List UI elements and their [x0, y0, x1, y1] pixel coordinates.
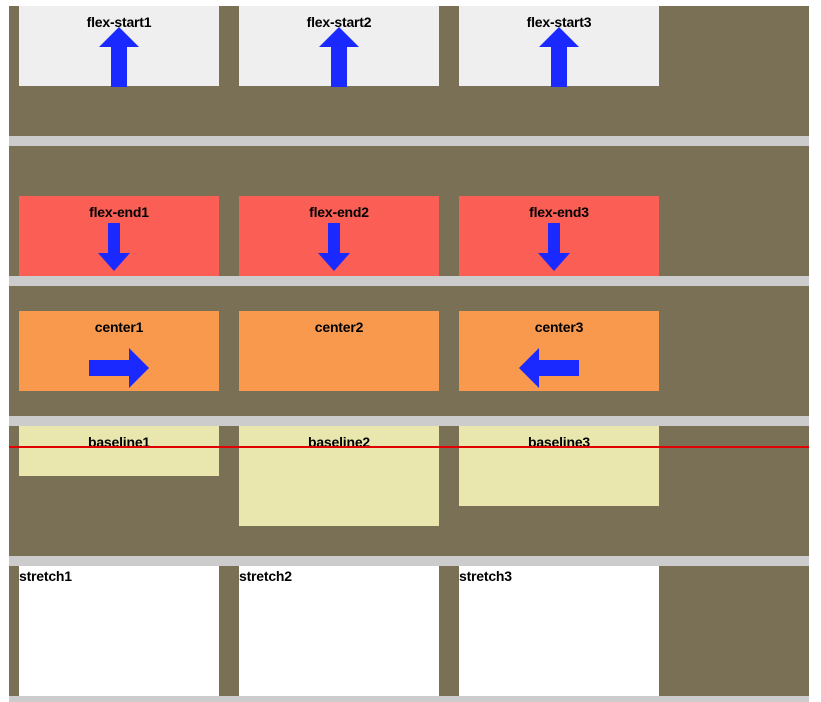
stretch-box-3: stretch3 [459, 566, 659, 696]
flex-end-label-3: flex-end3 [529, 204, 589, 220]
flex-end-box-2: flex-end2 [239, 196, 439, 276]
flex-end-row: flex-end1 flex-end2 flex-end3 [9, 146, 809, 276]
stretch-label-2: stretch2 [239, 568, 292, 584]
row-separator [9, 136, 809, 146]
stretch-row: stretch1 stretch2 stretch3 [9, 566, 809, 696]
baseline-box-3: baseline3 [459, 426, 659, 506]
stretch-label-3: stretch3 [459, 568, 512, 584]
row-separator [9, 556, 809, 566]
row-separator [9, 276, 809, 286]
center-row: center1 center2 center3 [9, 286, 809, 416]
right-arrow-icon [89, 348, 149, 388]
up-arrow-icon [539, 27, 579, 87]
flex-end-label-1: flex-end1 [89, 204, 149, 220]
flex-start-label-2: flex-start2 [306, 14, 372, 30]
left-arrow-icon [519, 348, 579, 388]
flex-end-box-3: flex-end3 [459, 196, 659, 276]
center-label-3: center3 [534, 319, 584, 335]
center-box-3: center3 [459, 311, 659, 391]
stretch-label-1: stretch1 [19, 568, 72, 584]
flex-end-box-1: flex-end1 [19, 196, 219, 276]
flex-start-box-1: flex-start1 [19, 6, 219, 87]
flex-start-box-2: flex-start2 [239, 6, 439, 87]
flex-start-box-3: flex-start3 [459, 6, 659, 87]
up-arrow-icon [319, 27, 359, 87]
flex-end-label-2: flex-end2 [309, 204, 369, 220]
row-separator [9, 416, 809, 426]
row-separator [9, 696, 809, 702]
up-arrow-icon [99, 27, 139, 87]
down-arrow-icon [538, 223, 570, 271]
stretch-box-1: stretch1 [19, 566, 219, 696]
down-arrow-icon [318, 223, 350, 271]
flex-start-label-3: flex-start3 [526, 14, 592, 30]
center-box-2: center2 [239, 311, 439, 391]
center-label-1: center1 [94, 319, 144, 335]
baseline-box-2: baseline2 [239, 426, 439, 526]
flex-start-row: flex-start1 flex-start2 flex-start3 [9, 6, 809, 136]
flex-start-label-1: flex-start1 [86, 14, 152, 30]
baseline-box-1: baseline1 [19, 426, 219, 476]
baseline-indicator-line [9, 446, 809, 448]
center-label-2: center2 [314, 319, 364, 335]
stretch-box-2: stretch2 [239, 566, 439, 696]
down-arrow-icon [98, 223, 130, 271]
center-box-1: center1 [19, 311, 219, 391]
